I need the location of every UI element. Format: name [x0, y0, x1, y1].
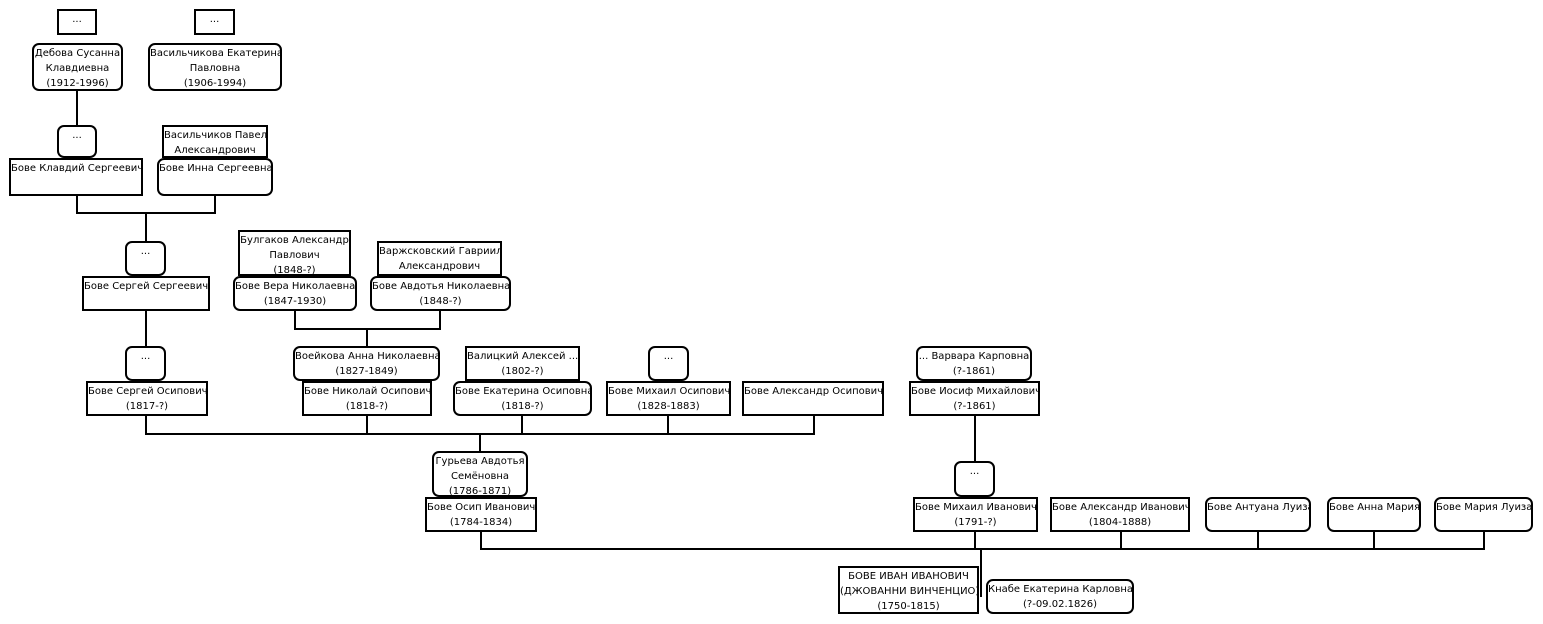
person-text-line: Бове Сергей Осипович [88, 386, 208, 397]
person-text-line: Клавдиевна [45, 63, 110, 74]
person-text-line: ... [140, 351, 151, 362]
person-bove-iosif[interactable]: Бове Иосиф Михайлович (?-1861) [909, 381, 1040, 416]
person-bove-inna[interactable]: Бове Инна Сергеевна [157, 158, 273, 196]
person-unknown[interactable]: ... [954, 461, 995, 497]
person-bove-mikhail-osipovich[interactable]: Бове Михаил Осипович (1828-1883) [606, 381, 731, 416]
person-text-line: (1791-?) [954, 517, 997, 528]
person-text-line: (1784-1834) [449, 517, 513, 528]
person-text-line: (1906-1994) [183, 78, 247, 89]
person-text-line: Бове Мария Луиза [1436, 502, 1533, 513]
person-text-line: (1827-1849) [335, 366, 398, 377]
person-text-line: ... Варвара Карповна [918, 351, 1030, 362]
person-bove-anna-mariya[interactable]: Бове Анна Мария [1327, 497, 1421, 532]
person-text-line: Бове Александр Иванович [1052, 502, 1190, 513]
person-bove-antuana-luiza[interactable]: Бове Антуана Луиза [1205, 497, 1311, 532]
person-unknown[interactable]: ... [57, 125, 97, 158]
person-text-line: Васильчикова Екатерина [150, 48, 282, 59]
person-text-line: (1847-1930) [263, 296, 327, 307]
person-text-line: ... [72, 14, 82, 25]
person-unknown[interactable]: ... [125, 346, 166, 381]
person-text-line: ... [969, 466, 980, 477]
person-text-line: ... [140, 246, 151, 257]
person-bove-osip[interactable]: Бове Осип Иванович (1784-1834) [425, 497, 537, 532]
person-text-line: (?-1861) [953, 401, 996, 412]
person-unknown[interactable]: ... [194, 9, 235, 35]
person-text-line: Кнабе Екатерина Карловна [988, 584, 1134, 595]
person-text-line: Бове Екатерина Осиповна [455, 386, 592, 397]
person-text-line: (1802-?) [501, 366, 544, 377]
person-text-line: Бове Иосиф Михайлович [911, 386, 1040, 397]
person-text-line: (1828-1883) [637, 401, 700, 412]
person-voeykova-anna[interactable]: Воейкова Анна Николаевна (1827-1849) [293, 346, 440, 381]
person-text-line: (1804-1888) [1088, 517, 1152, 528]
person-text-line: (1818-?) [345, 401, 389, 412]
person-bove-nikolay-osipovich[interactable]: Бове Николай Осипович (1818-?) [302, 381, 432, 416]
person-text-line: Бове Вера Николаевна [235, 281, 356, 292]
person-text-line: Бове Михаил Иванович [915, 502, 1037, 513]
person-bove-sergey-osipovich[interactable]: Бове Сергей Осипович (1817-?) [86, 381, 208, 416]
person-text-line: Александрович [174, 145, 256, 156]
person-bove-sergey-sergeevich[interactable]: Бове Сергей Сергеевич [82, 276, 210, 311]
person-text-line: БОВЕ ИВАН ИВАНОВИЧ [848, 571, 969, 582]
person-text-line: (1912-1996) [46, 78, 109, 89]
person-text-line: Павлович [269, 250, 320, 261]
person-text-line: Александрович [398, 261, 481, 272]
person-text-line: ... [72, 130, 82, 141]
person-text-line: Бове Клавдий Сергеевич [11, 163, 143, 174]
person-text-line: Бове Авдотья Николаевна [372, 281, 511, 292]
person-text-line: (1848-?) [419, 296, 462, 307]
person-varvara-karpovna[interactable]: ... Варвара Карповна (?-1861) [916, 346, 1032, 381]
person-text-line: ... [663, 351, 674, 362]
person-text-line: Бове Николай Осипович [304, 386, 432, 397]
person-text-line: Варжсковский Гавриил [379, 246, 502, 257]
person-bove-aleksandr-osipovich[interactable]: Бове Александр Осипович [742, 381, 884, 416]
person-bove-mikhail-ivanovich[interactable]: Бове Михаил Иванович (1791-?) [913, 497, 1038, 532]
person-text-line: Бове Александр Осипович [744, 386, 884, 397]
person-unknown[interactable]: ... [648, 346, 689, 381]
person-text-line: (1818-?) [501, 401, 544, 412]
person-text-line: Дебова Сусанна [34, 48, 121, 59]
person-bove-ivan[interactable]: БОВЕ ИВАН ИВАНОВИЧ (ДЖОВАННИ ВИНЧЕНЦИО) (1… [838, 566, 979, 614]
person-text-line: Бове Антуана Луиза [1207, 502, 1311, 513]
person-text-line: Валицкий Алексей ... [467, 351, 579, 362]
person-text-line: Воейкова Анна Николаевна [295, 351, 440, 362]
person-valitsky-aleksey[interactable]: Валицкий Алексей ... (1802-?) [465, 346, 580, 381]
person-text-line: (ДЖОВАННИ ВИНЧЕНЦИО) [840, 586, 979, 597]
person-bove-klavdiy[interactable]: Бове Клавдий Сергеевич [9, 158, 143, 196]
person-text-line: Бове Сергей Сергеевич [84, 281, 209, 292]
person-bove-aleksandr-ivanovich[interactable]: Бове Александр Иванович (1804-1888) [1050, 497, 1190, 532]
person-bove-mariya-luiza[interactable]: Бове Мария Луиза [1434, 497, 1533, 532]
person-text-line: (1817-?) [125, 401, 169, 412]
person-unknown[interactable]: ... [57, 9, 97, 35]
person-bove-vera[interactable]: Бове Вера Николаевна (1847-1930) [233, 276, 357, 311]
person-text-line: (?-09.02.1826) [1023, 599, 1097, 610]
person-text-line: ... [209, 14, 220, 25]
person-unknown[interactable]: ... [125, 241, 166, 276]
person-text-line: Бове Михаил Осипович [608, 386, 731, 397]
person-knabe-ekaterina[interactable]: Кнабе Екатерина Карловна (?-09.02.1826) [986, 579, 1134, 614]
person-text-line: Васильчиков Павел [164, 130, 267, 141]
person-bove-ekaterina-osipovna[interactable]: Бове Екатерина Осиповна (1818-?) [453, 381, 592, 416]
person-text-line: Булгаков Александр [240, 235, 349, 246]
person-bove-avdotya-nikolaevna[interactable]: Бове Авдотья Николаевна (1848-?) [370, 276, 511, 311]
person-text-line: Семёновна [450, 471, 510, 482]
person-text-line: Бове Осип Иванович [427, 502, 536, 513]
person-text-line: (1848-?) [273, 265, 316, 276]
person-text-line: (1750-1815) [877, 601, 940, 612]
person-text-line: Бове Инна Сергеевна [159, 163, 273, 174]
person-text-line: (?-1861) [952, 366, 996, 377]
person-text-line: Гурьева Авдотья [435, 456, 525, 467]
person-text-line: Бове Анна Мария [1329, 502, 1421, 513]
person-text-line: (1786-1871) [448, 486, 512, 497]
person-text-line: Павловна [189, 63, 241, 74]
